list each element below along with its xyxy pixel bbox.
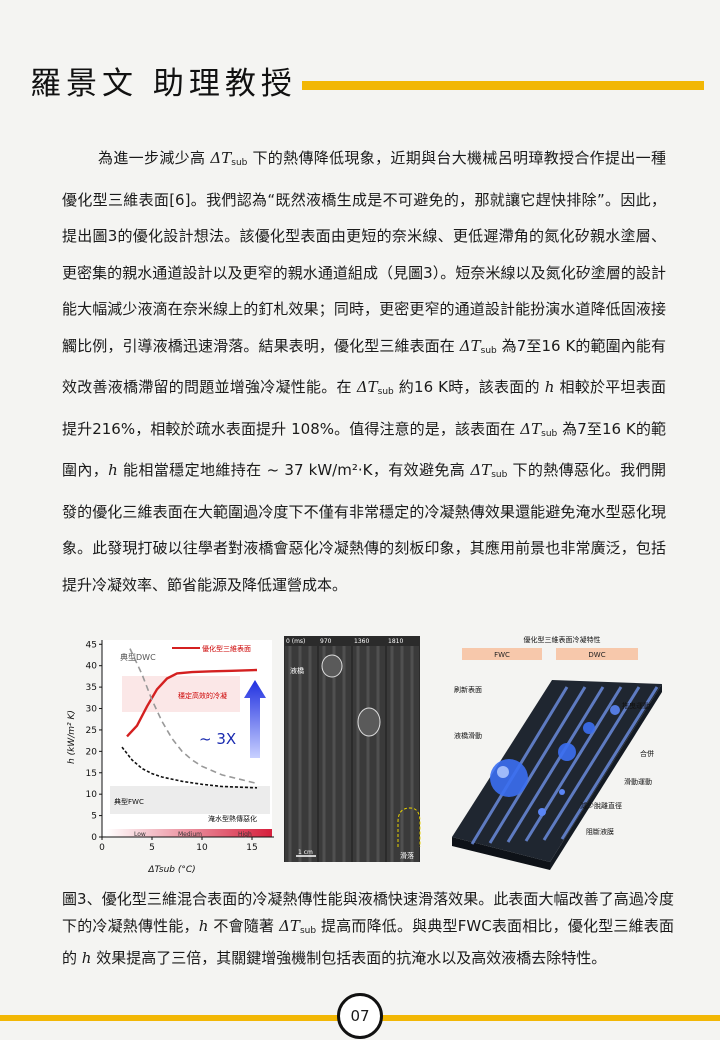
x-tick-label: 15 [246, 843, 257, 853]
label-reduce-diameter: 減少脫離直徑 [580, 801, 622, 810]
y-tick-label: 10 [86, 790, 98, 800]
annotation-flooding: 淹水型熱傳惡化 [208, 814, 257, 823]
stable-region-band [122, 676, 240, 712]
legend-optimized: 優化型三維表面 [202, 644, 251, 653]
label-slide: 滑落 [400, 851, 414, 860]
time-970: 970 [320, 638, 332, 645]
xbar-low: Low [134, 831, 146, 838]
footer-line-right [378, 1015, 720, 1021]
up-arrow-icon [244, 680, 266, 758]
droplet-photo-strip: 0 (ms) 970 1360 1810 液橋 滑落 1 cm [284, 636, 421, 862]
hydrophilic-channel [542, 686, 641, 841]
dtsub-gradient-bar [106, 829, 272, 837]
tag-fwc: FWC [494, 651, 510, 659]
x-axis-label: ΔTsub (°C) [147, 865, 195, 875]
label-block-film: 阻斷液膜 [586, 827, 614, 836]
x-tick-label: 10 [196, 843, 208, 853]
schematic-title: 優化型三維表面冷凝特性 [524, 635, 601, 644]
annotation-3x: ~ 3X [199, 730, 236, 748]
label-merge: 合併 [640, 749, 654, 758]
page-number: 07 [337, 993, 383, 1039]
page-title: 羅景文 助理教授 [30, 66, 297, 102]
y-tick-label: 30 [86, 705, 98, 715]
label-refresh: 刷新表面 [454, 685, 482, 694]
series-line-1 [129, 648, 258, 785]
time-1810: 1810 [388, 638, 403, 645]
hydrophilic-channel [488, 686, 587, 844]
large-droplet [490, 759, 528, 797]
scale-label: 1 cm [298, 849, 313, 856]
x-tick-label: 5 [149, 843, 155, 853]
y-tick-label: 25 [86, 726, 97, 736]
y-tick-label: 15 [86, 769, 97, 779]
title-accent-bar [302, 81, 704, 90]
mechanism-schematic: 優化型三維表面冷凝特性 FWC DWC 刷新表面 液橋滑動 拖曳運動 合併 滑動… [452, 635, 662, 870]
xbar-medium: Medium [178, 831, 202, 838]
xbar-high: High [238, 831, 252, 838]
y-tick-label: 45 [86, 640, 97, 650]
hydrophilic-channel [506, 686, 605, 843]
tag-dwc: DWC [588, 651, 605, 659]
time-0: 0 (ms) [286, 638, 305, 645]
label-drag: 拖曳運動 [622, 701, 650, 710]
legend-dwc: 典型DWC [120, 652, 156, 662]
hydrophilic-channel [560, 686, 659, 840]
y-tick-label: 0 [91, 833, 97, 843]
series-line-0 [126, 668, 258, 738]
flooding-region-band [110, 786, 270, 814]
annotation-stable: 穩定高效的冷凝 [178, 691, 227, 700]
label-bridge: 液橋 [290, 666, 304, 675]
time-1360: 1360 [354, 638, 369, 645]
y-axis-label: h (kW/m² K) [67, 710, 77, 764]
y-tick-label: 20 [86, 747, 98, 757]
y-tick-label: 5 [91, 812, 97, 822]
y-tick-label: 40 [86, 662, 98, 672]
figure-caption: 圖3、優化型三維混合表面的冷凝熱傳性能與液橋快速滑落效果。此表面大幅改善了高過冷… [62, 890, 674, 967]
footer-line-left [0, 1015, 342, 1021]
body-paragraph: 為進一步減少高 ΔTsub 下的熱傳降低現象，近期與台大機械呂明璋教授合作提出一… [62, 149, 666, 594]
label-sliding: 滑動運動 [624, 777, 652, 786]
legend-fwc: 典型FWC [114, 797, 144, 806]
series-line-2 [121, 746, 258, 789]
x-tick-label: 0 [99, 843, 105, 853]
label-bridge-slide: 液橋滑動 [454, 731, 482, 740]
y-tick-label: 35 [86, 683, 97, 693]
